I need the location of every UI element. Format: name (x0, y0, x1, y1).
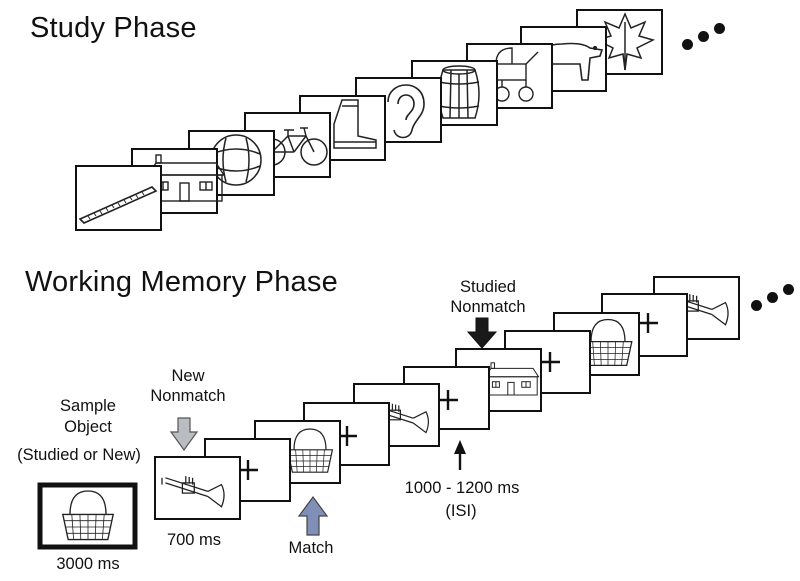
studied-nonmatch-label-line1: Studied (460, 278, 516, 296)
new-nonmatch-label-line2: Nonmatch (150, 387, 226, 405)
wm-continuation-dot (783, 284, 794, 295)
match-arrow (297, 495, 329, 536)
study-continuation-dot (682, 39, 693, 50)
sample-label-line3: (Studied or New) (17, 446, 141, 464)
sample-label-line1: Sample (60, 397, 116, 415)
wm-continuation-dot (767, 292, 778, 303)
study-card-1 (75, 165, 162, 231)
isi-label: (ISI) (445, 502, 477, 520)
study-phase-heading: Study Phase (30, 12, 197, 44)
working-memory-phase-heading: Working Memory Phase (25, 266, 338, 298)
time-700-label: 700 ms (166, 531, 222, 549)
isi-arrow (454, 440, 466, 470)
fixation-cross-icon (238, 460, 258, 480)
match-label: Match (288, 539, 334, 557)
isi-time-label: 1000 - 1200 ms (404, 479, 520, 497)
fixation-cross-icon (540, 352, 560, 372)
wm-continuation-dot (751, 300, 762, 311)
studied-nonmatch-label-line2: Nonmatch (450, 298, 526, 316)
study-continuation-dot (698, 31, 709, 42)
study-continuation-dot (714, 23, 725, 34)
wm-card-2 (154, 456, 241, 520)
studied-nonmatch-arrow (466, 317, 498, 349)
fixation-cross-icon (438, 390, 458, 410)
sample-time-label: 3000 ms (56, 555, 120, 573)
sample-object-box (37, 482, 138, 550)
sample-label-line2: Object (64, 418, 112, 436)
new-nonmatch-label-line1: New (171, 367, 205, 385)
new-nonmatch-arrow (169, 417, 199, 452)
fixation-cross-icon (638, 313, 658, 333)
